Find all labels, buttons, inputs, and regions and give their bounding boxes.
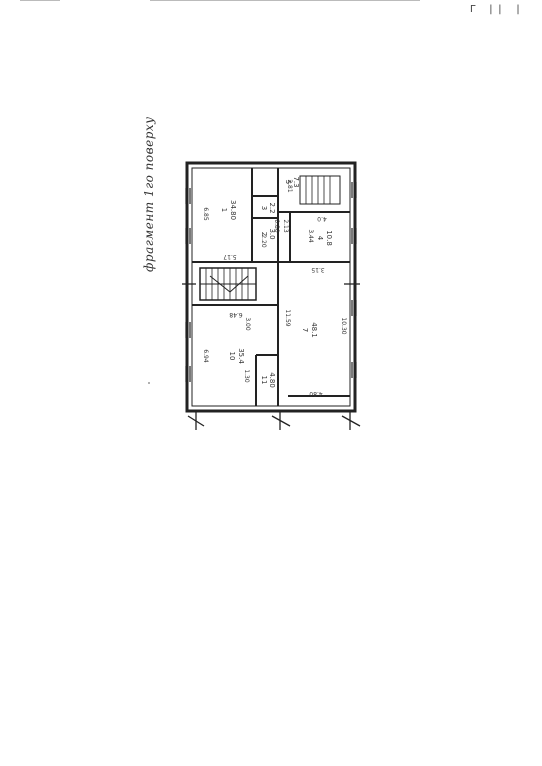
dimension-label: 6.94	[202, 349, 209, 363]
staircase-small	[299, 175, 341, 205]
dimension-label: 3.44	[307, 229, 314, 243]
room-7-area: 48.1	[310, 322, 318, 338]
room-5-area: 7.3	[292, 176, 300, 187]
dimension-label: 3.15	[311, 266, 325, 273]
room-11-number: 11	[260, 376, 268, 385]
dimension-label: 0.80	[273, 219, 280, 233]
room-4-number: 4	[316, 236, 324, 241]
staircase-main	[199, 267, 257, 301]
dimension-label: 2.81	[286, 179, 293, 193]
corner-mark: Г || |	[469, 4, 524, 15]
dimension-label: 5.17	[223, 253, 237, 260]
cut-mark	[271, 415, 291, 427]
dimension-label: 3.00	[244, 317, 251, 331]
cut-mark	[341, 415, 361, 427]
partitions	[192, 168, 350, 406]
room-10-area: 35.4	[237, 348, 245, 364]
dimension-label: 1.30	[243, 369, 250, 383]
scan-edge-mark	[150, 0, 420, 7]
outer-wall-frame	[185, 161, 357, 413]
section-marks	[182, 283, 361, 430]
room-10-number: 10	[228, 352, 236, 361]
dimension-label: 10.30	[340, 317, 347, 334]
room-1-number: 1	[220, 208, 228, 212]
windows	[185, 182, 357, 382]
scan-speck	[148, 382, 150, 384]
inner-wall-frame	[191, 167, 351, 407]
room-3-number: 3	[260, 206, 268, 210]
dimension-label: 2.20	[260, 234, 267, 248]
stair-outline	[299, 175, 341, 205]
stair-direction-arrow	[209, 275, 249, 293]
room-2-number: 2	[260, 232, 268, 236]
dimension-labels: 6.85 5.17 2.81 2.20 0.80 2.13 3.44 3.15 …	[202, 179, 347, 397]
dimension-label: 4.80	[309, 390, 323, 397]
room-7-number: 7	[301, 328, 309, 332]
dimension-label: 6.48	[229, 311, 243, 318]
room-5-number: 5	[284, 180, 292, 184]
room-2-area: 3.0	[268, 228, 276, 239]
room-labels: 1 34.80 2 3.0 3 2.2 4 10.8 5 7.3 7 48.1 …	[220, 176, 333, 387]
outer-walls	[185, 161, 357, 413]
dimension-label: 2.13	[282, 219, 289, 233]
room-3-area: 2.2	[268, 202, 276, 213]
scan-edge-mark	[20, 0, 60, 7]
room-11-area: 4.80	[268, 372, 276, 388]
dimension-label: 11.59	[284, 309, 291, 326]
room-4-area: 10.8	[325, 230, 333, 246]
dimension-label: 4.0	[317, 215, 327, 222]
room-1-area: 34.80	[229, 200, 237, 220]
dimension-label: 6.85	[202, 207, 209, 221]
